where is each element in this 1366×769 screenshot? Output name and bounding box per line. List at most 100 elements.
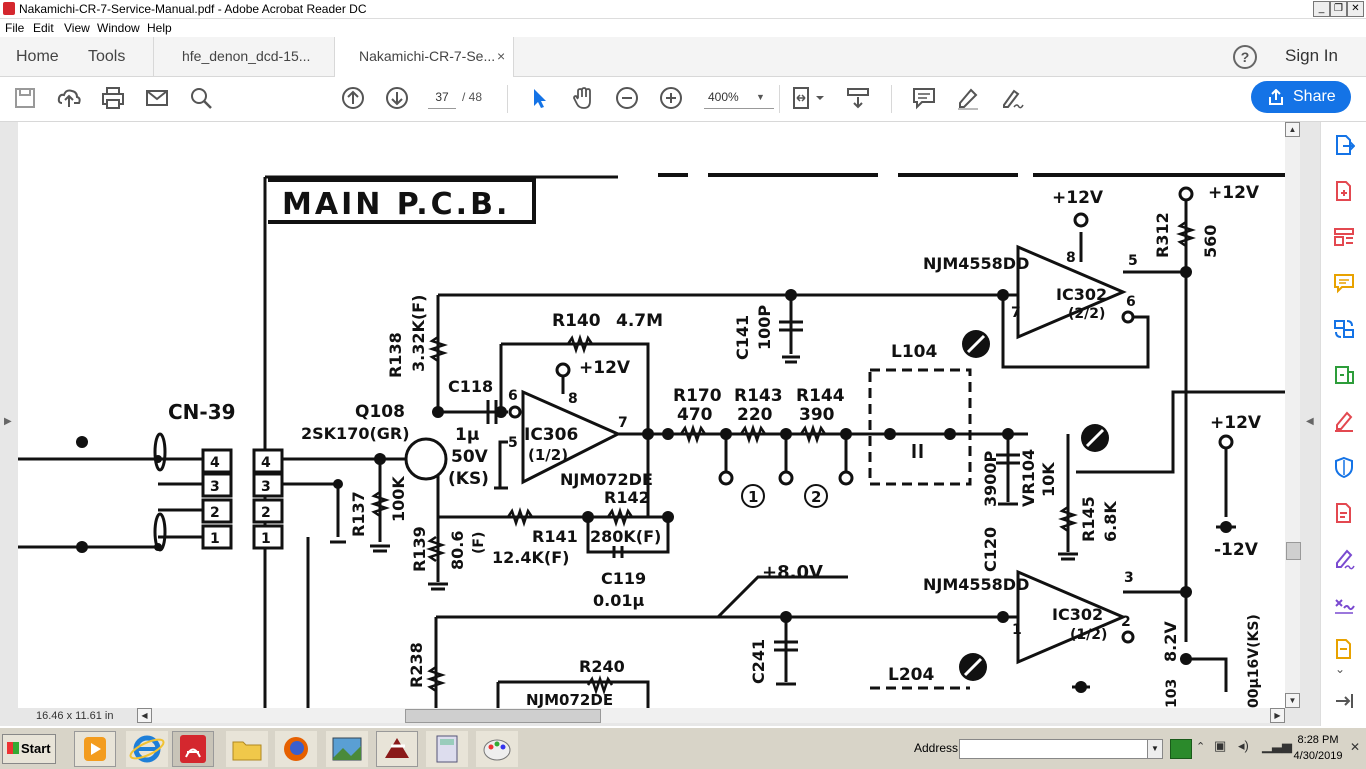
fill-sign-icon[interactable] bbox=[1333, 410, 1355, 432]
vertical-scrollbar[interactable]: ▲ ▼ bbox=[1285, 122, 1301, 708]
hand-tool-icon[interactable] bbox=[570, 85, 596, 111]
zoom-out-icon[interactable] bbox=[614, 85, 640, 111]
help-icon[interactable]: ? bbox=[1233, 45, 1257, 69]
acrobat-app-icon bbox=[3, 2, 15, 15]
address-dropdown-icon[interactable]: ▼ bbox=[1147, 739, 1163, 759]
network-icon[interactable]: ▣ bbox=[1214, 738, 1227, 753]
horizontal-scrollbar[interactable]: ◀ ▶ bbox=[137, 708, 1285, 723]
sign-pen-icon[interactable] bbox=[999, 85, 1025, 111]
zoom-level-select[interactable]: 400% ▼ bbox=[704, 86, 774, 109]
zoom-level-value: 400% bbox=[708, 90, 739, 104]
collapse-pane-icon[interactable] bbox=[1333, 690, 1355, 712]
image-viewer-icon[interactable] bbox=[326, 731, 368, 767]
page-number-input[interactable]: 37 bbox=[428, 86, 456, 109]
system-clock[interactable]: 8:28 PM 4/30/2019 bbox=[1290, 732, 1346, 764]
organize-pages-icon[interactable] bbox=[1333, 364, 1355, 386]
label-c141: C141 bbox=[733, 315, 752, 360]
pdf-page[interactable]: MAIN P.C.B. CN-39 Q108 2SK170(GR) C118 1… bbox=[18, 122, 1285, 708]
file-explorer-icon[interactable] bbox=[226, 731, 268, 767]
comment-tool-icon[interactable] bbox=[1333, 272, 1355, 294]
next-page-icon[interactable] bbox=[384, 85, 410, 111]
acrobat-taskbar-icon[interactable] bbox=[172, 731, 214, 767]
more-tools-icon[interactable] bbox=[1333, 638, 1355, 660]
right-tools-pane: ⌄ bbox=[1320, 122, 1366, 726]
pin-label: 5 bbox=[508, 435, 518, 451]
tab-home[interactable]: Home bbox=[16, 48, 59, 65]
previous-page-icon[interactable] bbox=[340, 85, 366, 111]
scrolling-mode-icon[interactable] bbox=[845, 85, 871, 111]
close-window-button[interactable]: ✕ bbox=[1347, 1, 1364, 17]
internet-explorer-icon[interactable] bbox=[126, 731, 168, 767]
share-button[interactable]: Share bbox=[1251, 81, 1351, 113]
print-icon[interactable] bbox=[100, 85, 126, 111]
comment-icon[interactable] bbox=[911, 85, 937, 111]
menu-file[interactable]: File bbox=[5, 21, 25, 35]
close-tab-icon[interactable]: × bbox=[497, 48, 506, 64]
signal-icon[interactable]: ▁▃▅ bbox=[1262, 738, 1292, 753]
combine-files-icon[interactable] bbox=[1333, 318, 1355, 340]
menu-window[interactable]: Window bbox=[97, 21, 140, 35]
paint-icon[interactable] bbox=[476, 731, 518, 767]
label-l104: L104 bbox=[891, 342, 937, 362]
label-r240: R240 bbox=[579, 657, 625, 676]
save-icon[interactable] bbox=[12, 85, 38, 111]
scroll-left-icon[interactable]: ◀ bbox=[137, 708, 152, 723]
upload-cloud-icon[interactable] bbox=[56, 85, 82, 111]
firefox-icon[interactable] bbox=[275, 731, 317, 767]
scroll-up-icon[interactable]: ▲ bbox=[1285, 122, 1300, 137]
create-pdf-icon[interactable] bbox=[1333, 180, 1355, 202]
media-player-icon[interactable] bbox=[74, 731, 116, 767]
edit-pdf-icon[interactable] bbox=[1333, 226, 1355, 248]
document-viewer[interactable]: MAIN P.C.B. CN-39 Q108 2SK170(GR) C118 1… bbox=[0, 122, 1320, 726]
notification-icon[interactable]: ✕ bbox=[1350, 740, 1361, 754]
label-r144v: 390 bbox=[799, 405, 835, 425]
label-r312: R312 bbox=[1153, 212, 1172, 258]
label-c118v3: (KS) bbox=[448, 469, 489, 489]
select-cursor-icon[interactable] bbox=[526, 85, 552, 111]
scroll-right-icon[interactable]: ▶ bbox=[1270, 708, 1285, 723]
minimize-button[interactable]: _ bbox=[1313, 1, 1330, 17]
export-pdf-icon[interactable] bbox=[1333, 134, 1355, 156]
certificates-icon[interactable] bbox=[1333, 594, 1355, 616]
menu-edit[interactable]: Edit bbox=[33, 21, 54, 35]
windows-logo-icon bbox=[7, 742, 19, 754]
label-r139v2: (F) bbox=[471, 532, 487, 554]
scroll-thumb[interactable] bbox=[405, 709, 601, 723]
highlight-pen-icon[interactable] bbox=[955, 85, 981, 111]
scroll-thumb[interactable] bbox=[1286, 542, 1301, 560]
search-icon[interactable] bbox=[188, 85, 214, 111]
volume-icon[interactable]: ◂) bbox=[1238, 738, 1249, 753]
tab-document-denon[interactable]: hfe_denon_dcd-15... bbox=[154, 37, 334, 76]
right-panel-toggle-icon[interactable]: ◀ bbox=[1306, 416, 1314, 427]
email-icon[interactable] bbox=[144, 85, 170, 111]
menu-view[interactable]: View bbox=[64, 21, 90, 35]
address-input[interactable] bbox=[959, 739, 1155, 759]
toolbar-divider bbox=[891, 85, 892, 113]
label-plus12-c: +12V bbox=[1208, 183, 1260, 203]
tab-tools[interactable]: Tools bbox=[88, 48, 126, 65]
restore-button[interactable]: ❐ bbox=[1330, 1, 1347, 17]
label-plus12-b: +12V bbox=[1052, 188, 1104, 208]
expand-tray-icon[interactable]: ⌃ bbox=[1196, 741, 1206, 753]
sign-in-link[interactable]: Sign In bbox=[1285, 46, 1338, 65]
label-r141v: 12.4K(F) bbox=[492, 548, 569, 567]
fit-page-icon[interactable] bbox=[790, 85, 826, 111]
app-taskbar-icon[interactable] bbox=[376, 731, 418, 767]
schematic-title: MAIN P.C.B. bbox=[282, 187, 510, 222]
send-for-review-icon[interactable] bbox=[1333, 502, 1355, 524]
scroll-down-icon[interactable]: ▼ bbox=[1285, 693, 1300, 708]
menu-help[interactable]: Help bbox=[147, 21, 172, 35]
tab-document-nakamichi[interactable]: Nakamichi-CR-7-Se... × bbox=[334, 37, 514, 77]
go-arrow-icon[interactable] bbox=[1170, 739, 1192, 759]
protect-shield-icon[interactable] bbox=[1333, 456, 1355, 478]
label-r137v: 100K bbox=[389, 476, 408, 522]
calculator-icon[interactable] bbox=[426, 731, 468, 767]
address-label: Address bbox=[914, 741, 959, 755]
left-panel-toggle-icon[interactable]: ▶ bbox=[4, 416, 12, 427]
label-r139v: 80.6 bbox=[448, 531, 467, 570]
zoom-in-icon[interactable] bbox=[658, 85, 684, 111]
request-signature-icon[interactable] bbox=[1333, 548, 1355, 570]
chevron-down-icon[interactable]: ⌄ bbox=[1335, 662, 1346, 676]
pin-label: 8 bbox=[568, 391, 578, 407]
start-button[interactable]: Start bbox=[2, 734, 56, 764]
